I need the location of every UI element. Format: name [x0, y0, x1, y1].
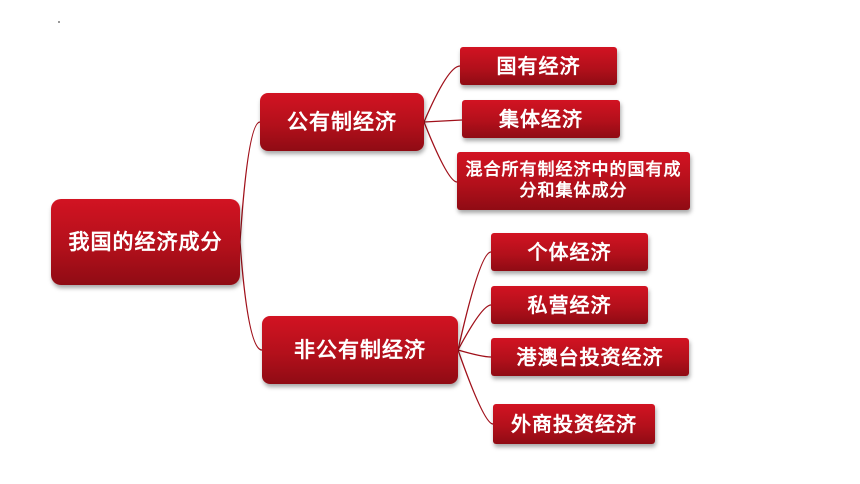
- hk-macao-taiwan-investment-node: 港澳台投资经济: [491, 338, 689, 376]
- root-node: 我国的经济成分: [51, 199, 240, 285]
- connector-public-mixed: [423, 121, 458, 183]
- connector-public-state: [423, 65, 461, 123]
- non-public-ownership-node: 非公有制经济: [262, 316, 458, 384]
- connector-root-nonpublic: [239, 241, 263, 351]
- mixed-ownership-node: 混合所有制经济中的国有成分和集体成分: [457, 152, 690, 210]
- connector-nonpublic-foreign: [457, 349, 494, 425]
- public-ownership-node: 公有制经济: [260, 93, 424, 151]
- collective-node: 集体经济: [462, 100, 620, 138]
- foreign-investment-node: 外商投资经济: [493, 404, 655, 444]
- state-owned-node: 国有经济: [460, 47, 617, 85]
- stray-dot: [58, 21, 60, 23]
- private-node: 私营经济: [491, 286, 648, 324]
- connector-nonpublic-private: [457, 304, 492, 351]
- connector-root-public: [239, 121, 261, 243]
- individual-node: 个体经济: [491, 233, 648, 271]
- connector-public-collective: [423, 119, 463, 123]
- connector-nonpublic-individual: [457, 251, 492, 351]
- connector-nonpublic-hmt: [457, 349, 492, 358]
